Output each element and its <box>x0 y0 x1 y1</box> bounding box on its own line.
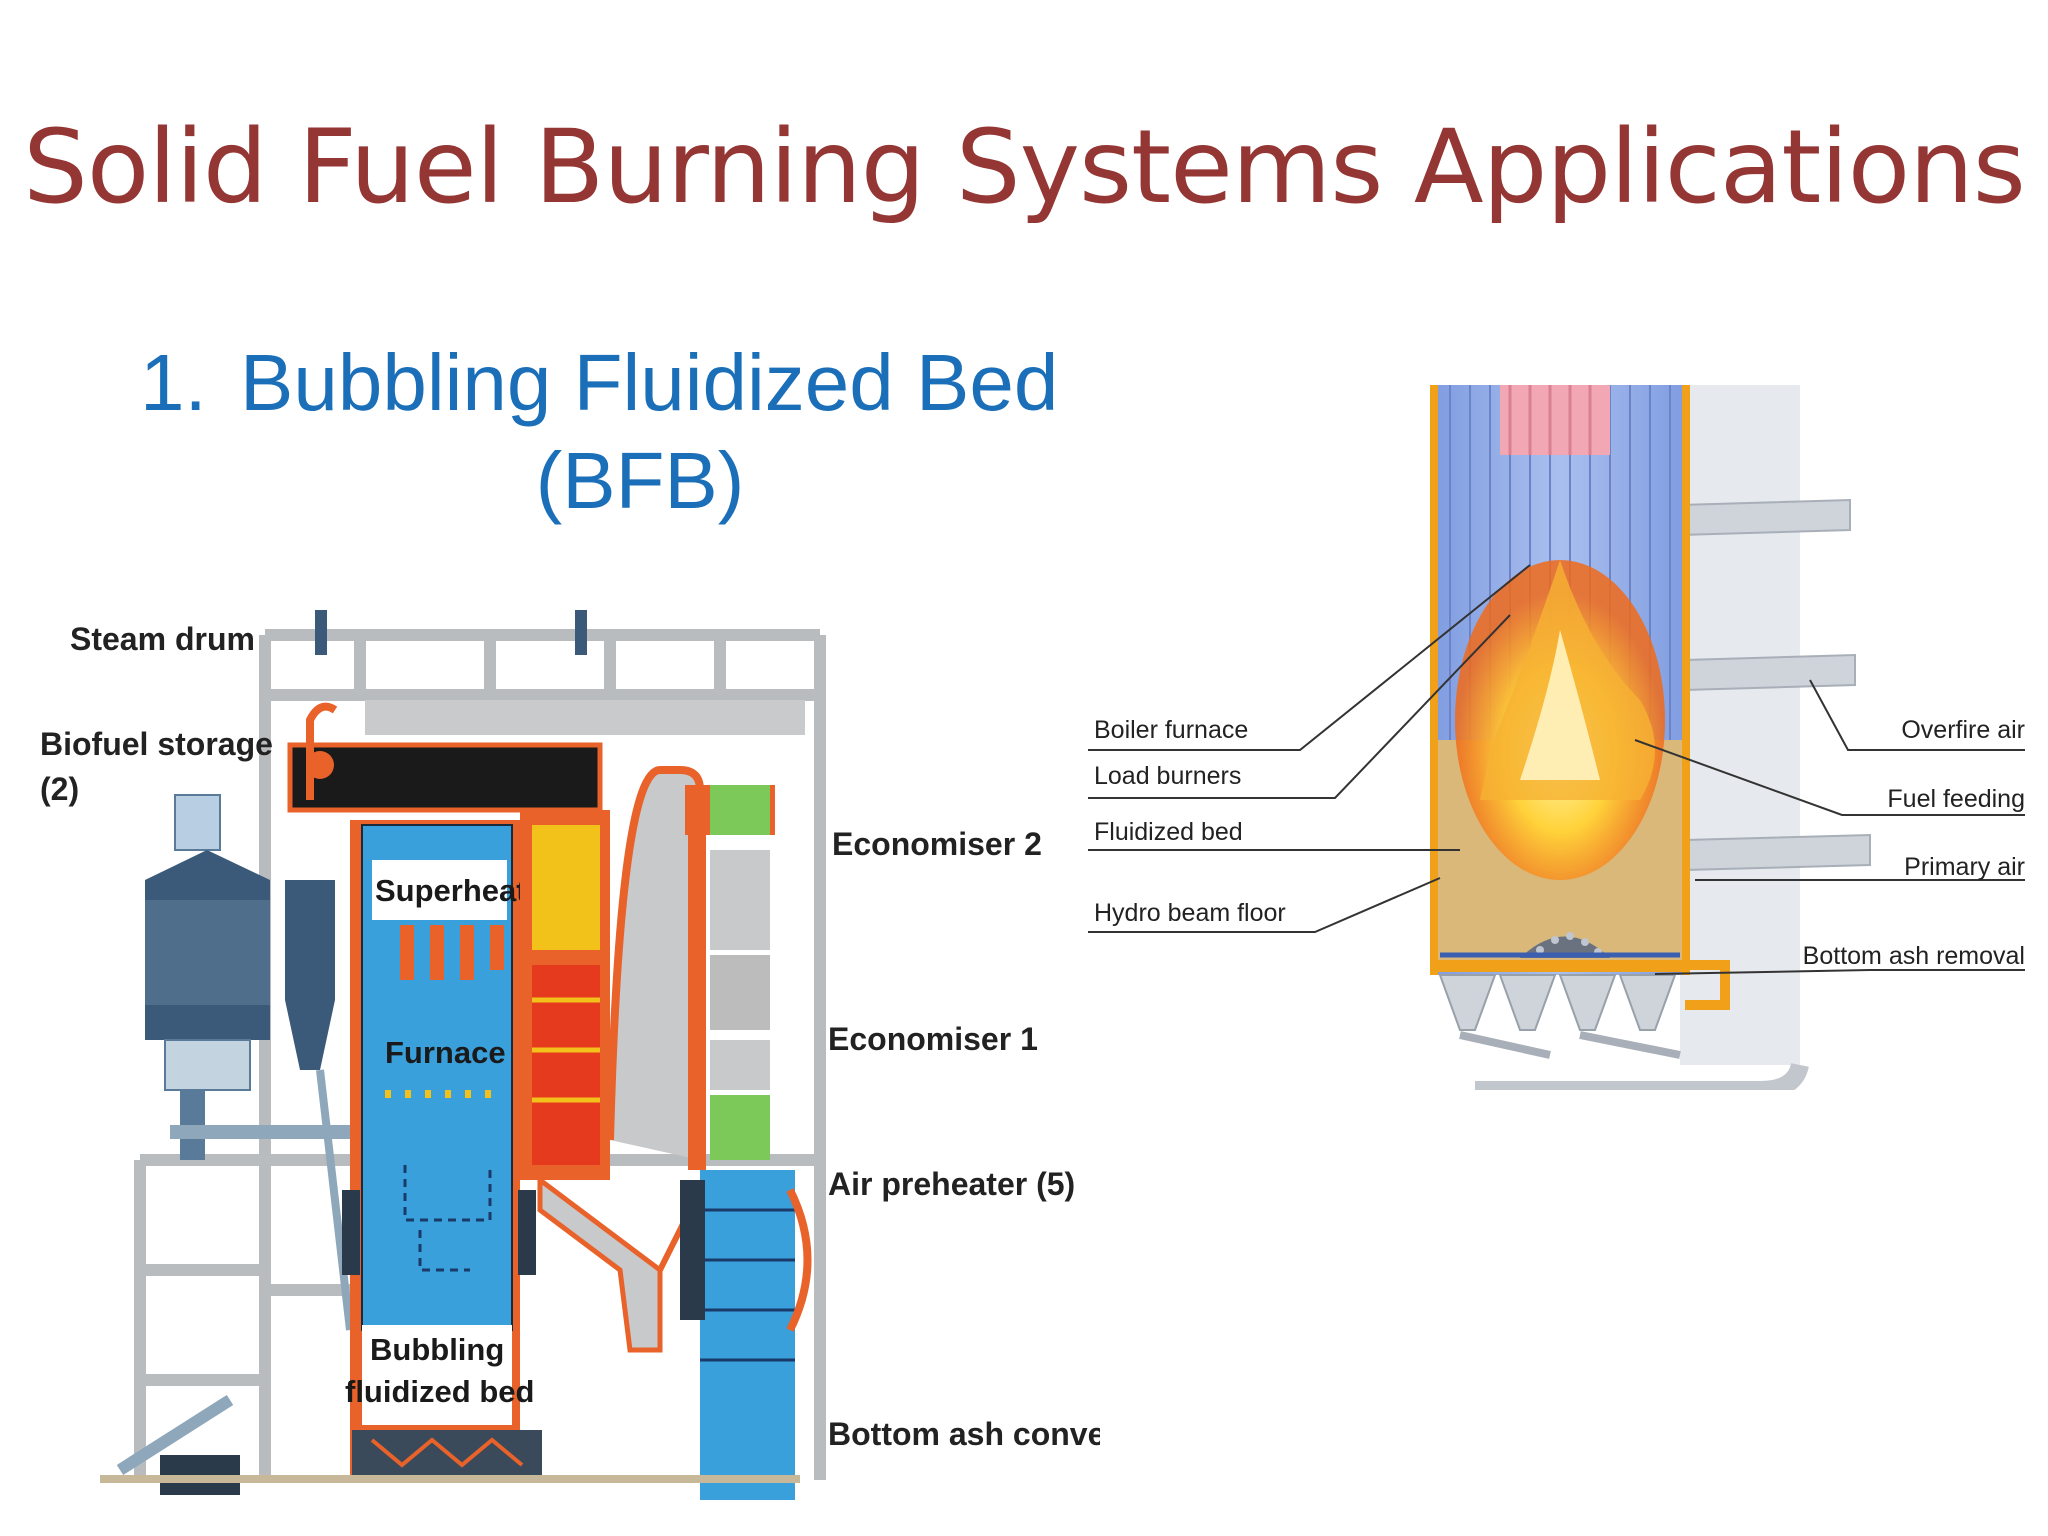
bullet-text-line1: Bubbling Fluidized Bed <box>240 338 1059 427</box>
label-overfire-air: Overfire air <box>1901 716 2025 744</box>
label-bottom-ash-conveyor: Bottom ash conveyor <box>828 1416 1100 1452</box>
callout-lines-right <box>1634 679 2025 975</box>
label-furnace: Furnace <box>385 1035 506 1070</box>
bullet-number: 1. <box>140 338 207 427</box>
label-steam-drum: Steam drum <box>70 621 255 657</box>
label-economiser-1: Economiser 1 <box>828 1021 1038 1057</box>
label-economiser-2: Economiser 2 <box>832 826 1042 862</box>
heater-fins <box>532 997 600 1103</box>
label-fluidized-bed: Fluidized bed <box>1094 818 1243 846</box>
label-biofuel-storage: Biofuel storage <box>40 726 273 762</box>
label-biofuel-storage-number: (2) <box>40 771 79 807</box>
slide-title: Solid Fuel Burning Systems Applications <box>23 108 2026 227</box>
label-bottom-ash-removal: Bottom ash removal <box>1803 942 2025 970</box>
label-boiler-furnace: Boiler furnace <box>1094 716 1248 744</box>
bullet-text-line2: (BFB) <box>535 436 745 525</box>
label-load-burners: Load burners <box>1094 762 1241 790</box>
label-air-preheater: Air preheater (5) <box>828 1166 1075 1202</box>
callout-lines-left <box>1088 564 1531 933</box>
air-preheater-grid <box>700 1208 795 1362</box>
bfb-boiler-cutaway: Boiler furnace Load burners Fluidized be… <box>1088 385 2025 1090</box>
label-hydro-beam-floor: Hydro beam floor <box>1094 899 1286 927</box>
ash-removal-pipes <box>1459 1031 1681 1059</box>
label-primary-air: Primary air <box>1904 853 2025 881</box>
superheater-panel <box>1508 385 1592 455</box>
bfb-plant-diagram: Superheater Furnace Bubbling fluidized b… <box>40 610 1100 1500</box>
label-bubbling-line1: Bubbling <box>370 1332 504 1367</box>
superheater-tubes <box>400 925 504 980</box>
label-fuel-feeding: Fuel feeding <box>1887 785 2025 813</box>
ash-hoppers <box>1438 974 1677 1031</box>
label-bubbling-line2: fluidized bed <box>345 1374 534 1409</box>
furnace-nozzles <box>385 1090 491 1098</box>
